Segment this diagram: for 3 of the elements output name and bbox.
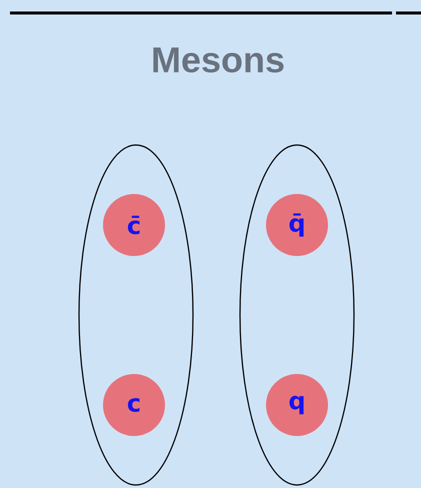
meson-ellipse: [78, 144, 194, 486]
title: Mesons: [153, 47, 284, 73]
meson-ellipse: [239, 144, 355, 486]
